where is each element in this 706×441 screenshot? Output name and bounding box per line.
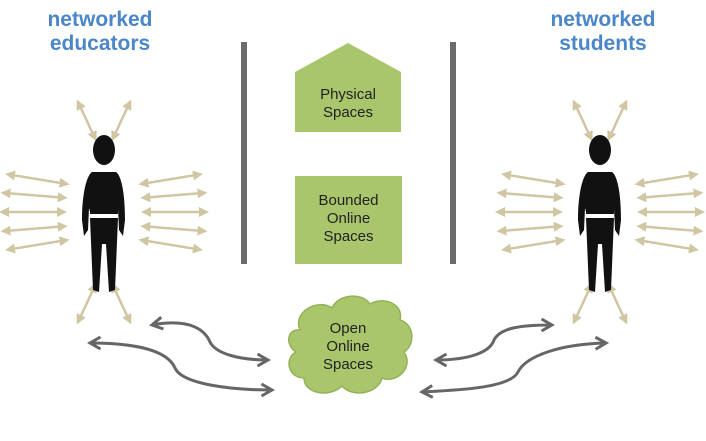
ray-arrow xyxy=(76,99,97,142)
bounded-online-spaces-shape xyxy=(295,176,402,264)
ray-arrow xyxy=(572,99,593,142)
ray-arrow xyxy=(138,236,203,254)
ray-arrow xyxy=(496,221,564,236)
title-networked-students: networked students xyxy=(503,8,703,56)
ray-arrow xyxy=(607,282,628,325)
title-right-line2: students xyxy=(559,32,647,55)
ray-arrow xyxy=(572,282,593,325)
ray-arrow xyxy=(5,236,70,254)
ray-arrow xyxy=(138,170,203,188)
ray-arrow xyxy=(111,99,132,142)
ray-arrow xyxy=(111,282,132,325)
open-online-spaces-cloud xyxy=(288,295,413,394)
ray-arrow xyxy=(0,188,68,203)
connector-arrow-left-lower xyxy=(86,335,276,398)
ray-arrow xyxy=(501,236,566,254)
physical-spaces-line2: Spaces xyxy=(322,104,374,121)
open-spaces-line2: Online xyxy=(326,338,370,355)
connector-arrow-right-upper xyxy=(432,317,556,368)
physical-spaces-line1: Physical xyxy=(320,86,376,103)
rays-right xyxy=(495,99,705,325)
title-networked-educators: networked educators xyxy=(0,8,200,56)
title-left-line1: networked xyxy=(47,8,153,31)
open-spaces-line3: Spaces xyxy=(322,356,374,373)
title-left-line2: educators xyxy=(49,32,151,55)
connector-arrow-left-upper xyxy=(149,316,272,368)
bounded-spaces-line1: Bounded xyxy=(318,192,379,209)
bounded-online-spaces-label: Bounded Online Spaces xyxy=(295,192,402,246)
ray-arrow xyxy=(636,188,704,203)
ray-arrow xyxy=(0,221,68,236)
bounded-spaces-line2: Online xyxy=(326,210,371,227)
connector-arrow-right-lower xyxy=(418,335,610,399)
ray-arrow xyxy=(636,221,704,236)
physical-spaces-label: Physical Spaces xyxy=(295,86,401,122)
ray-arrow xyxy=(634,170,699,188)
rays-left xyxy=(0,99,209,325)
physical-spaces-shape xyxy=(295,43,401,132)
ray-arrow xyxy=(634,236,699,254)
open-spaces-line1: Open xyxy=(329,320,367,337)
person-icon-right xyxy=(578,135,621,292)
ray-arrow xyxy=(140,188,208,203)
ray-arrow xyxy=(76,282,97,325)
open-online-spaces-label: Open Online Spaces xyxy=(300,320,396,374)
ray-arrow xyxy=(5,170,70,188)
divider-right xyxy=(450,42,456,264)
title-right-line1: networked xyxy=(550,8,656,31)
ray-arrow xyxy=(496,188,564,203)
person-icon-left xyxy=(82,135,125,292)
divider-left xyxy=(241,42,247,264)
ray-arrow xyxy=(607,99,628,142)
ray-arrow xyxy=(501,170,566,188)
bounded-spaces-line3: Spaces xyxy=(323,228,374,245)
ray-arrow xyxy=(140,221,208,236)
